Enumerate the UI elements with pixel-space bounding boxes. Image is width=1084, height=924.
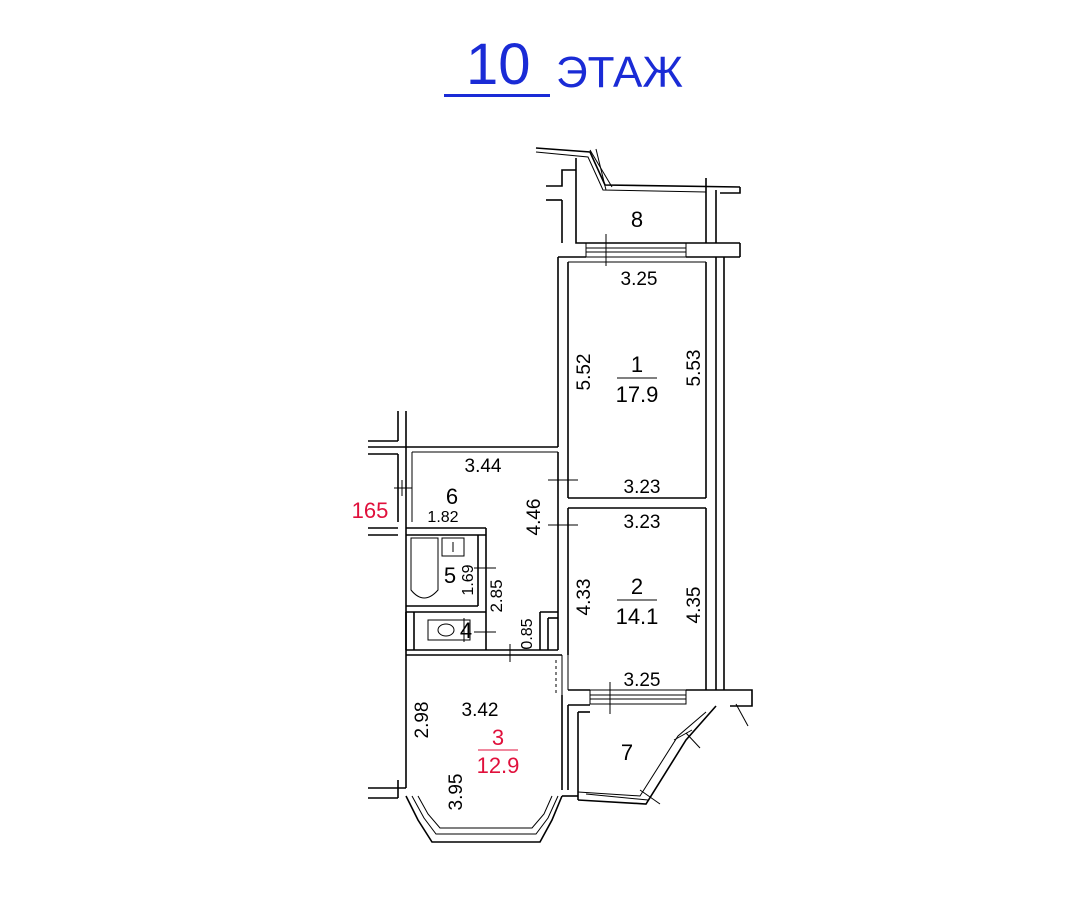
floor-label: ЭТАЖ [556,48,684,97]
dim-r2-top: 3.23 [624,512,661,533]
room-1-number: 1 [631,352,643,377]
dim-r5-width: 1.69 [460,564,477,595]
dim-r2-left: 4.33 [574,579,595,616]
dim-r3-left: 2.98 [412,702,433,739]
dim-r3-bottom: 3.95 [446,774,467,811]
dim-r1-bottom: 3.23 [624,477,661,498]
room-5-number: 5 [444,563,456,588]
dim-r8-bottom: 3.25 [621,269,658,290]
ceiling-height: 165 [352,498,389,523]
floor-heading: 10 ЭТАЖ [444,30,704,100]
dim-r5-top: 1.82 [427,509,458,526]
dim-r3-top: 3.42 [462,700,499,721]
room-1-area: 17.9 [616,382,659,407]
room-8-number: 8 [631,207,643,232]
dim-corridor-width: 0.85 [519,618,536,649]
dim-r1-right: 5.53 [684,350,705,387]
room-7-number: 7 [621,740,633,765]
dim-r6-right: 4.46 [524,499,545,536]
dim-r2-bottom: 3.25 [624,670,661,691]
room-3-area: 12.9 [477,753,520,778]
outer-walls [368,256,753,843]
floor-number-underline [444,94,550,97]
room-6-number: 6 [446,484,458,509]
dim-r6-top: 3.44 [465,456,502,477]
dim-r1-left: 5.52 [574,354,595,391]
room-2-area: 14.1 [616,604,659,629]
dimension-ticks [474,479,578,694]
balcony-8-walls [535,147,741,266]
room-4-number: 4 [460,618,472,643]
dim-r5-height: 2.85 [487,579,506,612]
room-3-number: 3 [492,725,504,750]
floor-number: 10 [466,32,531,97]
dim-r2-right: 4.35 [684,587,705,624]
room-2-number: 2 [631,574,643,599]
